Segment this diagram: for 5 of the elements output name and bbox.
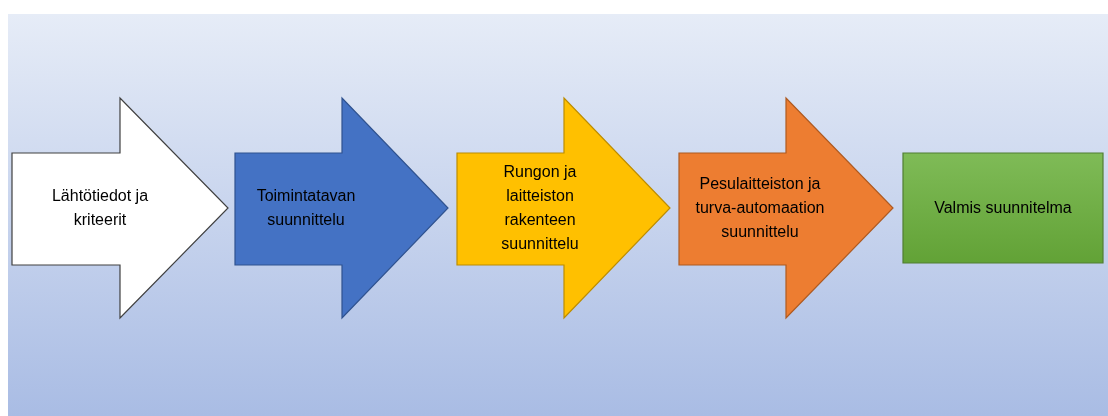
step-label: Lähtötiedot ja kriteerit: [50, 186, 150, 230]
step-label: Rungon ja laitteiston rakenteen suunnittelu: [500, 162, 580, 254]
step-label: Valmis suunnitelma: [934, 198, 1072, 218]
step-label: Pesulaitteiston ja turva-automaation suunnittelu: [694, 174, 826, 242]
step-label: Toimintatavan suunnittelu: [255, 186, 357, 230]
